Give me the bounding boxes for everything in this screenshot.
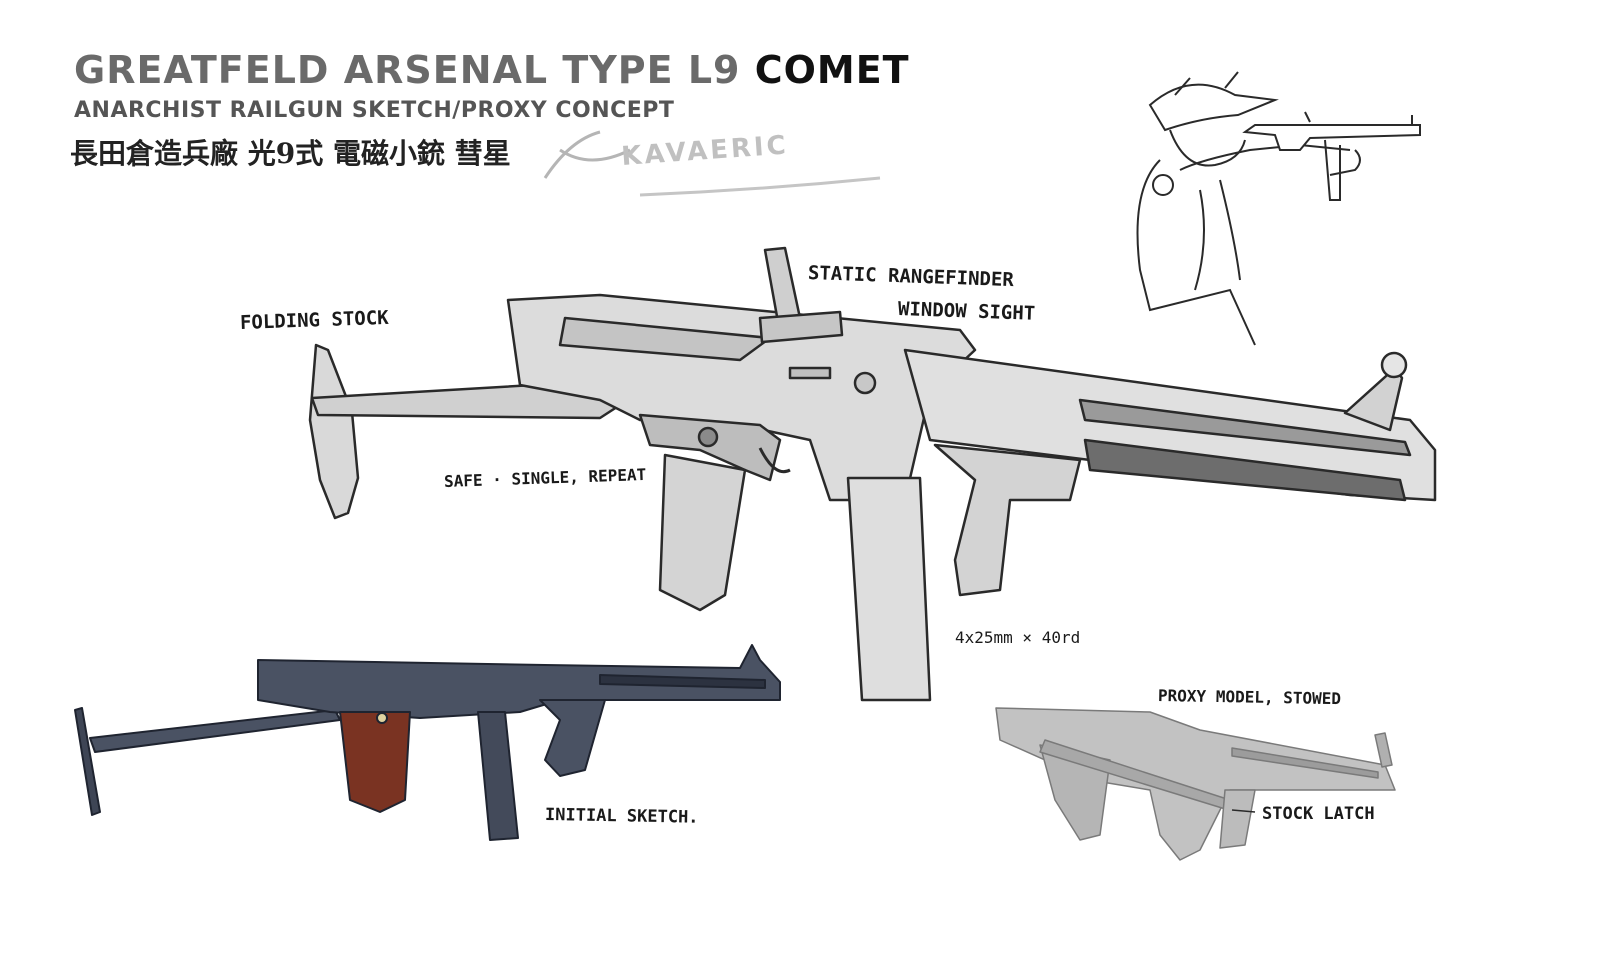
stock-latch-leader <box>1231 809 1256 813</box>
annotation-magazine: 4x25mm × 40rd <box>955 628 1081 647</box>
proxy-foregrip <box>1219 789 1256 849</box>
initial-foregrip <box>539 699 606 777</box>
initial-stock-buttplate <box>74 707 101 816</box>
proxy-front-sight <box>1374 732 1393 768</box>
magazine <box>846 476 932 702</box>
title-emphasis: COMET <box>754 48 910 92</box>
folding-stock-buttplate <box>308 343 360 520</box>
initial-sketch-render <box>74 644 781 841</box>
annotation-proxy-model: PROXY MODEL, STOWED <box>1157 686 1342 709</box>
lower-rail <box>1083 438 1407 502</box>
page-title: GREATFELD ARSENAL TYPE L9 COMET <box>74 48 910 92</box>
charging-knob <box>853 371 877 395</box>
annotation-initial-sketch: INITIAL SKETCH. <box>544 805 699 828</box>
annotation-stock-latch: STOCK LATCH <box>1262 804 1375 824</box>
initial-magazine <box>477 711 519 841</box>
operator-figure-sketch <box>1136 71 1421 346</box>
ejection-slot <box>788 366 832 380</box>
artist-signature: KAVAERIC <box>543 130 881 197</box>
pistol-grip <box>658 453 747 612</box>
proxy-vents <box>1231 747 1379 779</box>
signature-text: KAVAERIC <box>620 130 789 172</box>
page-subtitle: ANARCHIST RAILGUN SKETCH/PROXY CONCEPT <box>74 98 675 123</box>
initial-selector <box>376 712 388 724</box>
page-title-cjk: 長田倉造兵廠 光9式 電磁小銃 彗星 <box>70 137 511 170</box>
shroud-vents <box>1078 398 1412 457</box>
title-prefix: GREATFELD ARSENAL TYPE L9 <box>74 48 741 92</box>
initial-shroud-vents <box>599 674 766 689</box>
vertical-foregrip <box>933 443 1082 597</box>
proxy-model-render <box>995 707 1396 861</box>
sight-mount <box>758 310 844 344</box>
front-sight-ring <box>1380 351 1408 379</box>
trigger-group <box>638 413 782 482</box>
front-sight-post <box>1343 366 1404 432</box>
receiver-groove <box>558 316 772 362</box>
main-railgun-render <box>308 246 1437 702</box>
initial-wood-grip <box>339 711 411 813</box>
initial-stock-arm <box>89 709 341 753</box>
initial-receiver-and-shroud <box>257 644 781 719</box>
trigger-guard <box>758 447 791 474</box>
selector-switch <box>697 426 719 448</box>
